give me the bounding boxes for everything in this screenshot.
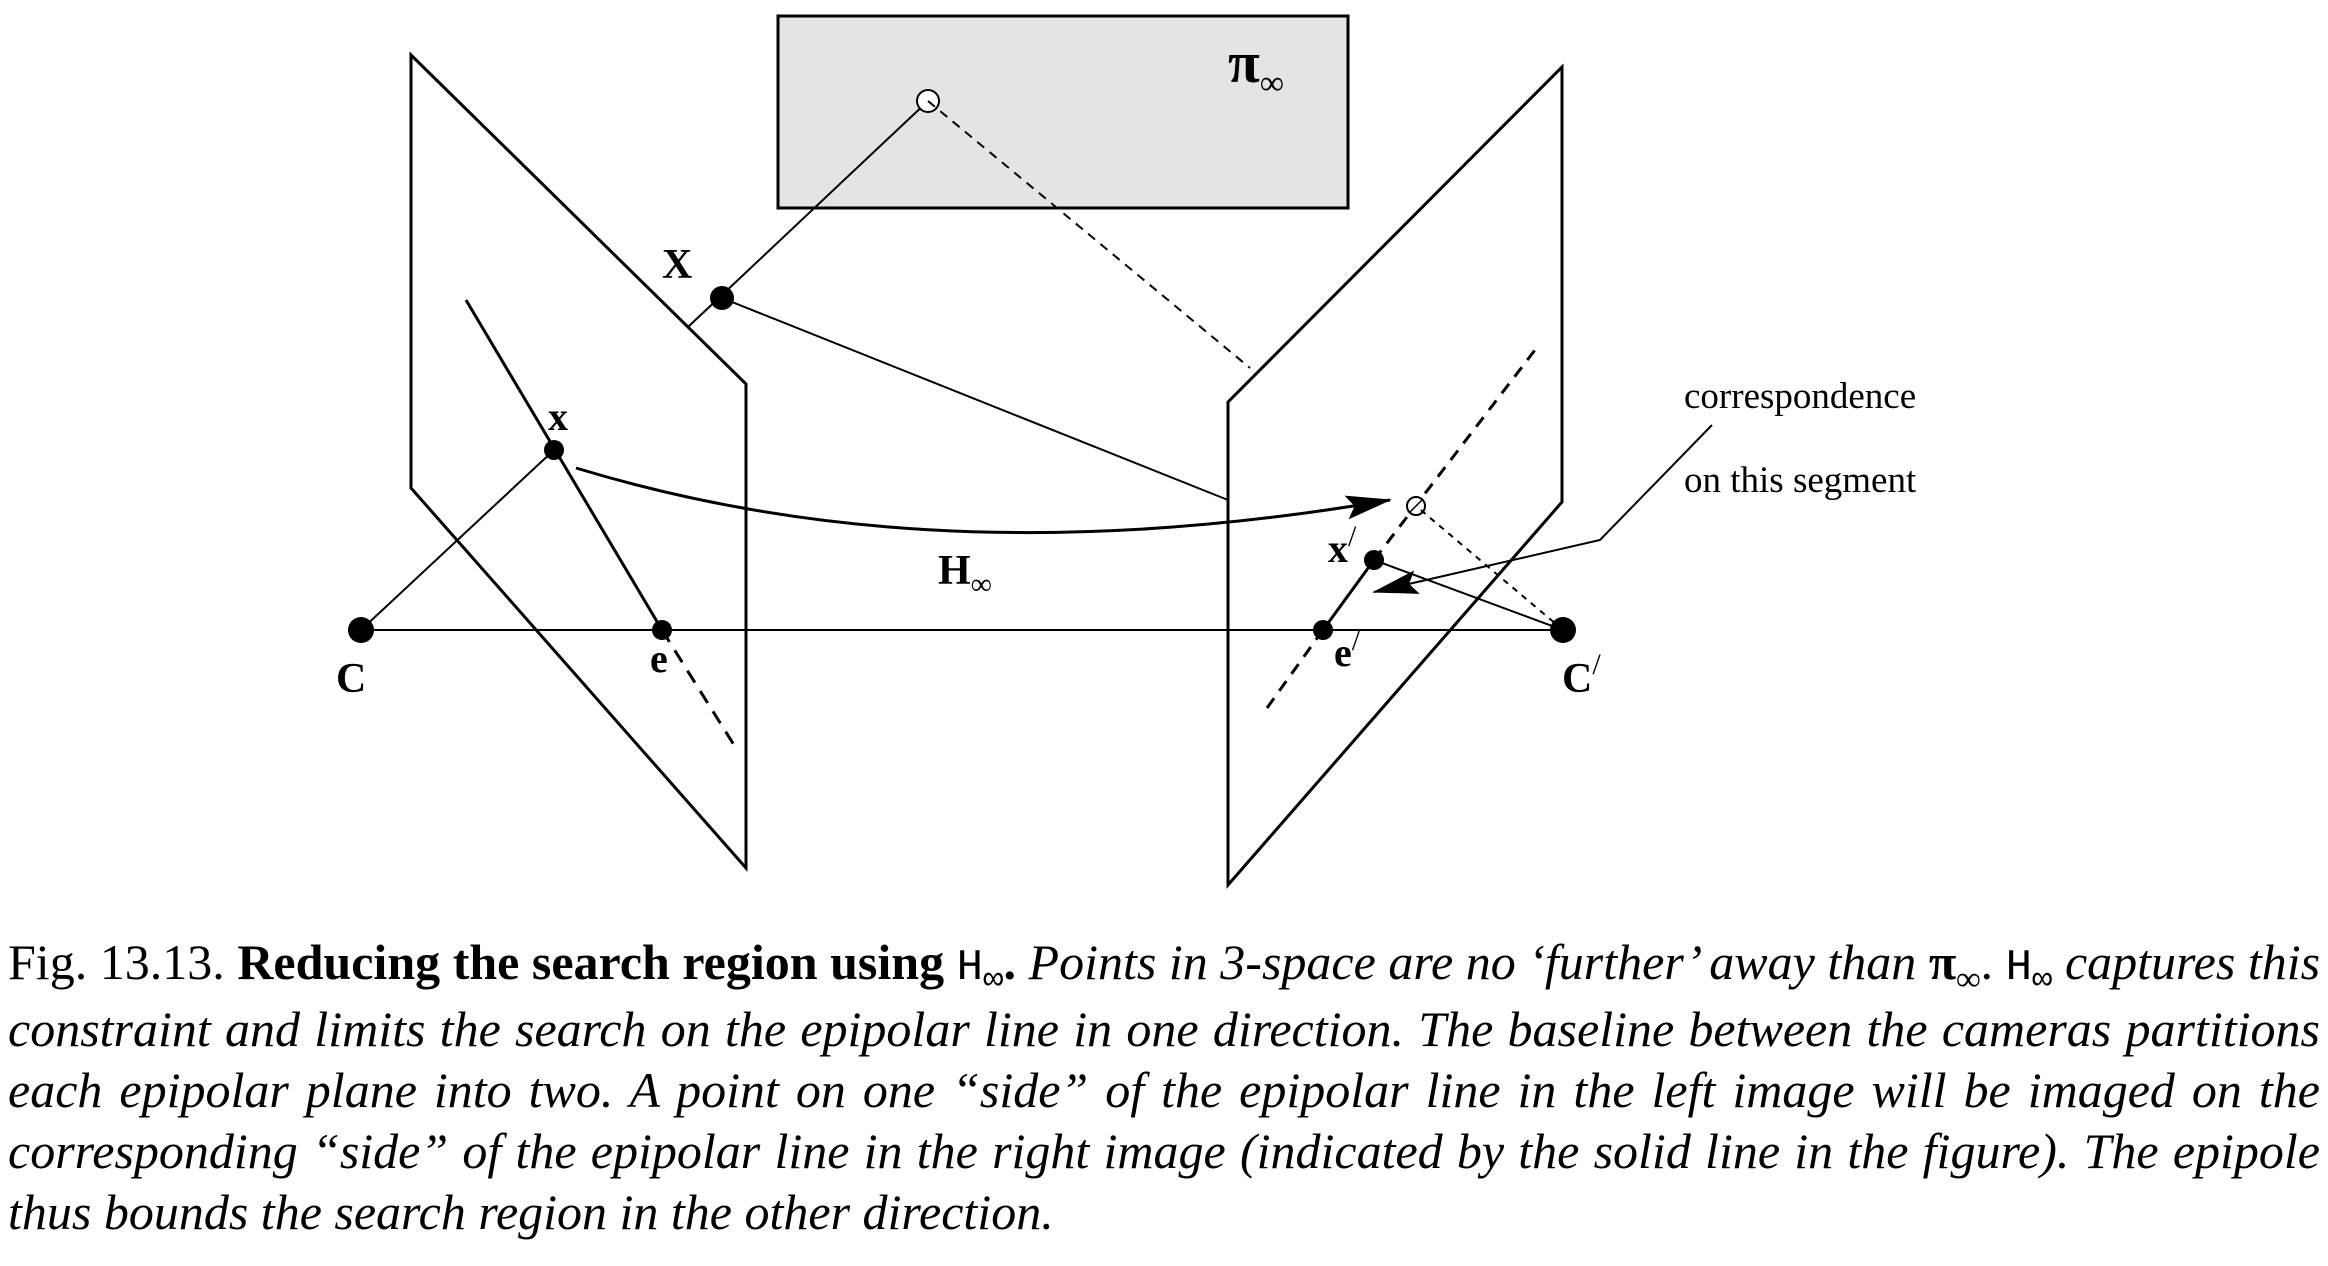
caption-sentence-1: Points in 3-space are no ‘further’ away … xyxy=(1028,934,1917,990)
label-e-prime: e/ xyxy=(1334,624,1361,675)
dashed-infinity-projection xyxy=(927,100,1251,369)
point-x xyxy=(544,440,564,460)
label-C-prime: C/ xyxy=(1562,648,1601,702)
right-epipolar-solid xyxy=(1321,559,1376,631)
epipole-e-prime xyxy=(1313,620,1333,640)
caption-title-symbol: H∞ xyxy=(956,943,1004,1000)
ray-Cprime-to-infinity xyxy=(1415,505,1564,631)
annotation-text-line1: correspondence xyxy=(1684,376,1916,417)
camera-C xyxy=(348,617,374,643)
plane-at-infinity xyxy=(776,14,1350,210)
label-C: C xyxy=(336,656,366,702)
pi-infinity-label: π∞ xyxy=(1228,30,1284,102)
point-x-prime xyxy=(1364,550,1384,570)
caption-body: captures this constraint and limits the … xyxy=(8,934,2321,1240)
homography-arrow xyxy=(575,466,1392,535)
left-epipolar-line xyxy=(464,299,664,631)
caption-title: Reducing the search region using xyxy=(237,934,945,990)
ray-X-to-right xyxy=(721,297,1229,501)
right-image-plane xyxy=(1226,63,1564,890)
left-epipolar-dashed xyxy=(660,629,736,746)
label-x: x xyxy=(548,394,568,439)
point-X xyxy=(710,286,734,310)
label-e: e xyxy=(650,636,668,681)
annotation-text-line2: on this segment xyxy=(1684,460,1917,501)
figure-caption: Fig. 13.13. Reducing the search region u… xyxy=(8,934,2321,1240)
ray-C-to-x xyxy=(360,449,555,631)
label-x-prime: x/ xyxy=(1328,520,1357,571)
camera-C-prime xyxy=(1550,617,1576,643)
annotation-arrow xyxy=(1372,424,1713,594)
label-H-infinity: H∞ xyxy=(938,548,992,601)
label-X: X xyxy=(662,242,692,288)
epipole-e xyxy=(652,620,672,640)
caption-pi-symbol: π∞ xyxy=(1928,934,1981,998)
caption-fig-number: Fig. 13.13. xyxy=(8,934,225,990)
right-epipolar-dashed-upper xyxy=(1372,349,1537,561)
left-image-plane xyxy=(409,51,748,872)
right-epipolar-dashed-lower xyxy=(1260,629,1325,716)
epipolar-diagram: π∞ X C x e H∞ x/ e/ C/ xyxy=(336,14,1917,890)
caption-h-symbol: H∞ xyxy=(2005,943,2053,1000)
